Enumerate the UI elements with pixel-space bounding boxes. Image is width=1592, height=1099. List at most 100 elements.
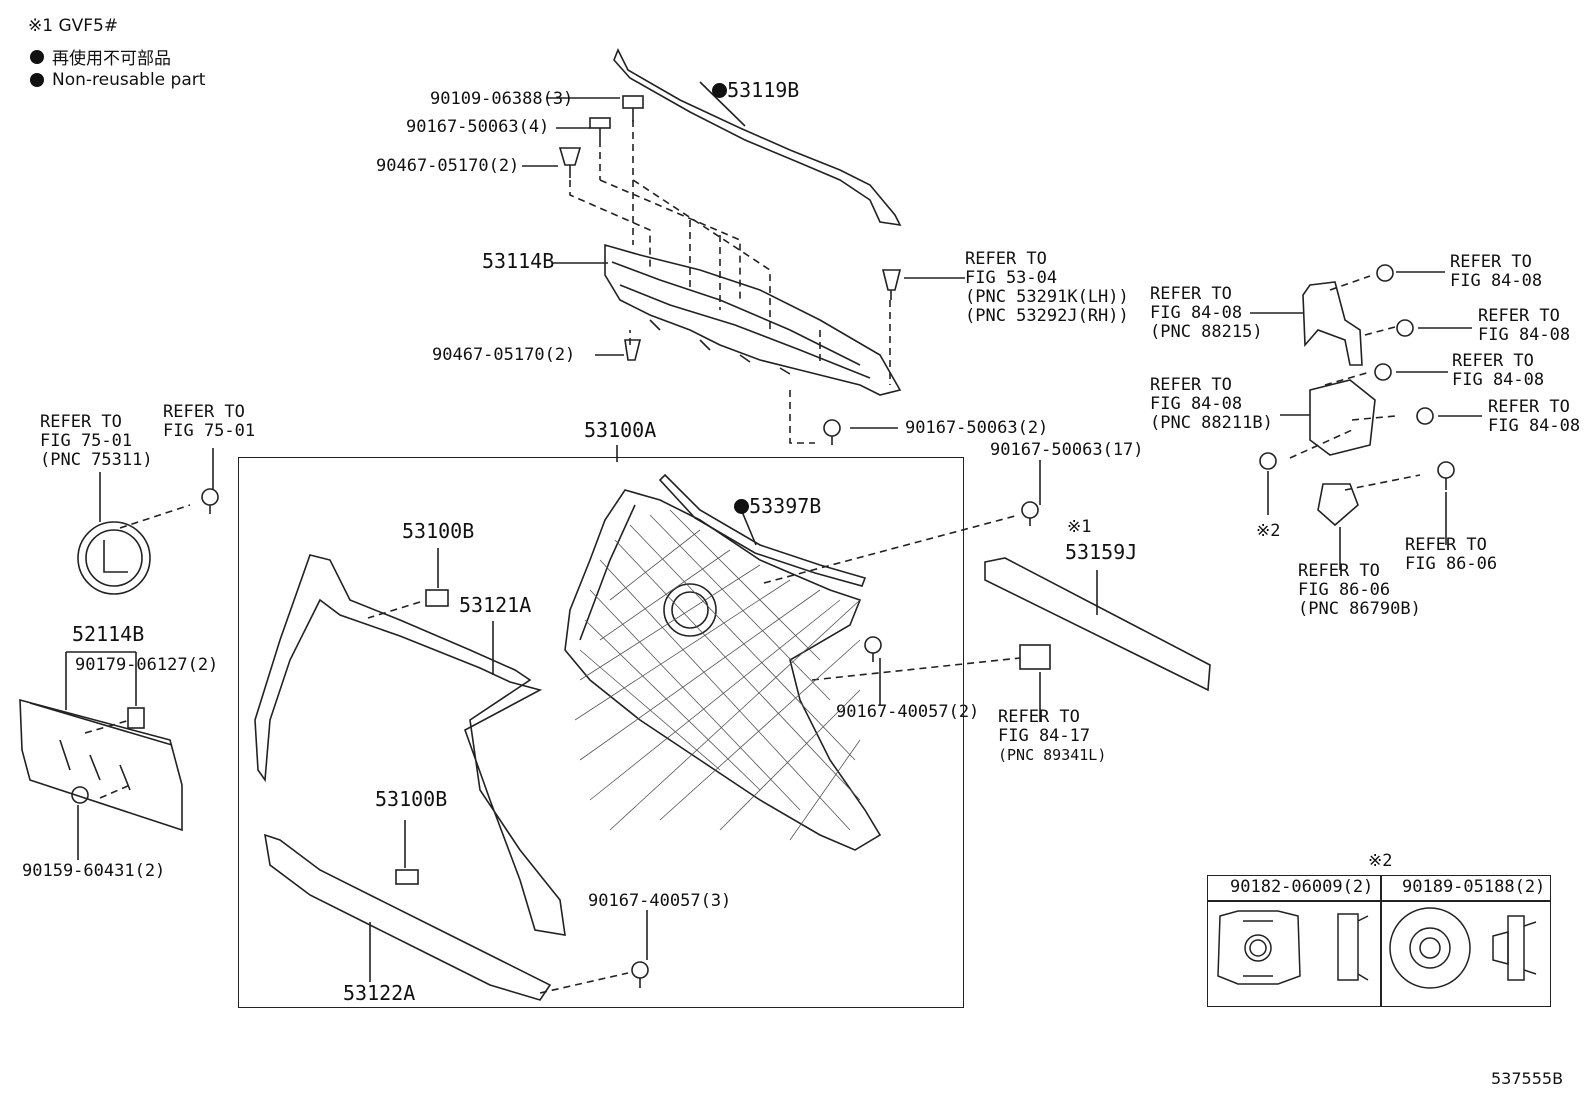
ref-fig-86-06-a[interactable]: REFER TO FIG 86-06 (PNC 86790B) bbox=[1298, 562, 1421, 619]
legend-en: Non-reusable part bbox=[30, 70, 205, 90]
ref-line: REFER TO bbox=[1150, 284, 1232, 304]
ref-line: (PNC 89341L) bbox=[998, 746, 1107, 764]
ref-fig-84-08-r3[interactable]: REFER TO FIG 84-08 bbox=[1452, 352, 1544, 390]
ref-line: REFER TO bbox=[998, 707, 1080, 727]
absorber-53159J bbox=[984, 557, 1211, 692]
label-90167-40057-2[interactable]: 90167-40057(2) bbox=[836, 702, 980, 722]
legend-en-text: Non-reusable part bbox=[52, 70, 206, 90]
bullet-icon bbox=[30, 49, 44, 64]
label-90159-60431[interactable]: 90159-60431(2) bbox=[22, 861, 166, 881]
ref-fig-75-01-a[interactable]: REFER TO FIG 75-01 (PNC 75311) bbox=[40, 413, 153, 470]
label-53100B-a[interactable]: 53100B bbox=[402, 519, 475, 543]
clip-53100B-b bbox=[395, 869, 419, 885]
ref-fig-84-08-r1[interactable]: REFER TO FIG 84-08 bbox=[1450, 253, 1542, 291]
molding-53122A bbox=[263, 833, 552, 1001]
ref-line: REFER TO bbox=[163, 402, 245, 422]
bracket-88215 bbox=[1302, 281, 1363, 366]
label-53100A[interactable]: 53100A bbox=[584, 418, 657, 442]
sensor-88211B bbox=[1309, 379, 1376, 456]
ref-line: FIG 86-06 bbox=[1298, 580, 1391, 600]
legend-jp: 再使用不可部品 bbox=[30, 44, 171, 69]
label-53397B[interactable]: 53397B bbox=[710, 478, 821, 516]
ref-line: REFER TO bbox=[40, 412, 122, 432]
note-1-mark: ※1 bbox=[1067, 517, 1092, 537]
speed-nut-icon bbox=[1217, 910, 1301, 985]
ref-line: REFER TO bbox=[965, 249, 1047, 269]
diagram-id: 537555B bbox=[1491, 1069, 1564, 1088]
clip-53100B-a bbox=[425, 589, 449, 607]
ref-fig-75-01-b[interactable]: REFER TO FIG 75-01 bbox=[163, 403, 255, 441]
box-col1-label[interactable]: 90182-06009(2) bbox=[1230, 877, 1374, 897]
ref-line: FIG 53-04 bbox=[965, 268, 1058, 288]
ref-line: FIG 75-01 bbox=[40, 431, 133, 451]
ref-line: FIG 84-08 bbox=[1452, 370, 1545, 390]
ref-line: REFER TO bbox=[1450, 252, 1532, 272]
label-53121A[interactable]: 53121A bbox=[459, 593, 532, 617]
label-90167-50063-4[interactable]: 90167-50063(4) bbox=[406, 117, 550, 137]
ref-line: REFER TO bbox=[1150, 375, 1232, 395]
moulding-53397B bbox=[658, 473, 867, 587]
label-53119B[interactable]: 53119B bbox=[688, 62, 799, 100]
sensor-89341L bbox=[1019, 644, 1051, 670]
ref-line: FIG 84-08 bbox=[1488, 416, 1581, 436]
label-90467-05170-a[interactable]: 90467-05170(2) bbox=[376, 156, 520, 176]
ref-line: (PNC 88211B) bbox=[1150, 413, 1273, 433]
ref-fig-84-08-pnc88215[interactable]: REFER TO FIG 84-08 (PNC 88215) bbox=[1150, 285, 1263, 342]
box-col2-label[interactable]: 90189-05188(2) bbox=[1402, 877, 1546, 897]
molding-53121A bbox=[254, 554, 566, 936]
license-bracket bbox=[19, 698, 183, 832]
grille-assembly-box bbox=[238, 457, 964, 1008]
ref-line: FIG 84-08 bbox=[1478, 325, 1571, 345]
legend-note-1: ※1 GVF5# bbox=[28, 16, 119, 36]
sensor-86790B bbox=[1317, 483, 1359, 527]
label-52114B[interactable]: 52114B bbox=[72, 622, 145, 646]
bullet-icon bbox=[30, 73, 44, 87]
note-2-mark: ※2 bbox=[1256, 521, 1281, 541]
label-53122A[interactable]: 53122A bbox=[343, 981, 416, 1005]
label-90179-06127[interactable]: 90179-06127(2) bbox=[75, 655, 219, 675]
divider bbox=[1208, 900, 1550, 902]
label-90167-50063-17[interactable]: 90167-50063(17) bbox=[990, 440, 1144, 460]
grommet-nut-icon bbox=[1389, 907, 1471, 989]
non-reusable-icon bbox=[734, 499, 750, 514]
grille-53100A bbox=[564, 489, 882, 851]
ref-fig-86-06-b[interactable]: REFER TO FIG 86-06 bbox=[1405, 536, 1497, 574]
ref-line: REFER TO bbox=[1298, 561, 1380, 581]
label-90167-50063-2[interactable]: 90167-50063(2) bbox=[905, 418, 1049, 438]
ref-line: (PNC 53292J(RH)) bbox=[965, 306, 1129, 326]
emblem bbox=[77, 521, 151, 595]
box-title: ※2 bbox=[1368, 851, 1393, 871]
label-90109-06388[interactable]: 90109-06388(3) bbox=[430, 89, 574, 109]
label-90467-05170-b[interactable]: 90467-05170(2) bbox=[432, 345, 576, 365]
ref-line: (PNC 75311) bbox=[40, 450, 153, 470]
ref-fig-84-17[interactable]: REFER TO FIG 84-17 (PNC 89341L) bbox=[998, 708, 1106, 765]
ref-fig-84-08-r2[interactable]: REFER TO FIG 84-08 bbox=[1478, 307, 1570, 345]
ref-line: FIG 84-08 bbox=[1450, 271, 1543, 291]
ref-line: FIG 86-06 bbox=[1405, 554, 1498, 574]
nut-drawings bbox=[1217, 907, 1537, 989]
ref-line: (PNC 53291K(LH)) bbox=[965, 287, 1129, 307]
ref-fig-53-04[interactable]: REFER TO FIG 53-04 (PNC 53291K(LH)) (PNC… bbox=[965, 250, 1129, 326]
ref-line: REFER TO bbox=[1405, 535, 1487, 555]
seal-strip-53119B bbox=[613, 48, 902, 227]
ref-line: FIG 84-17 bbox=[998, 726, 1091, 746]
fasteners bbox=[71, 95, 1455, 988]
ref-line: FIG 84-08 bbox=[1150, 394, 1243, 414]
ref-line: REFER TO bbox=[1478, 306, 1560, 326]
ref-line: (PNC 88215) bbox=[1150, 322, 1263, 342]
ref-line: REFER TO bbox=[1452, 351, 1534, 371]
non-reusable-icon bbox=[712, 83, 728, 98]
ref-fig-84-08-pnc88211B[interactable]: REFER TO FIG 84-08 (PNC 88211B) bbox=[1150, 376, 1273, 433]
divider bbox=[1380, 876, 1382, 1006]
ref-line: FIG 84-08 bbox=[1150, 303, 1243, 323]
legend-jp-text: 再使用不可部品 bbox=[52, 49, 171, 69]
ref-line: (PNC 86790B) bbox=[1298, 599, 1421, 619]
hardware-detail-box: 90182-06009(2) 90189-05188(2) bbox=[1207, 875, 1551, 1007]
label-53100B-b[interactable]: 53100B bbox=[375, 787, 448, 811]
label-53159J[interactable]: 53159J bbox=[1065, 540, 1138, 564]
ref-line: FIG 75-01 bbox=[163, 421, 256, 441]
label-53114B[interactable]: 53114B bbox=[482, 249, 555, 273]
ref-fig-84-08-r4[interactable]: REFER TO FIG 84-08 bbox=[1488, 398, 1580, 436]
label-90167-40057-3[interactable]: 90167-40057(3) bbox=[588, 891, 732, 911]
